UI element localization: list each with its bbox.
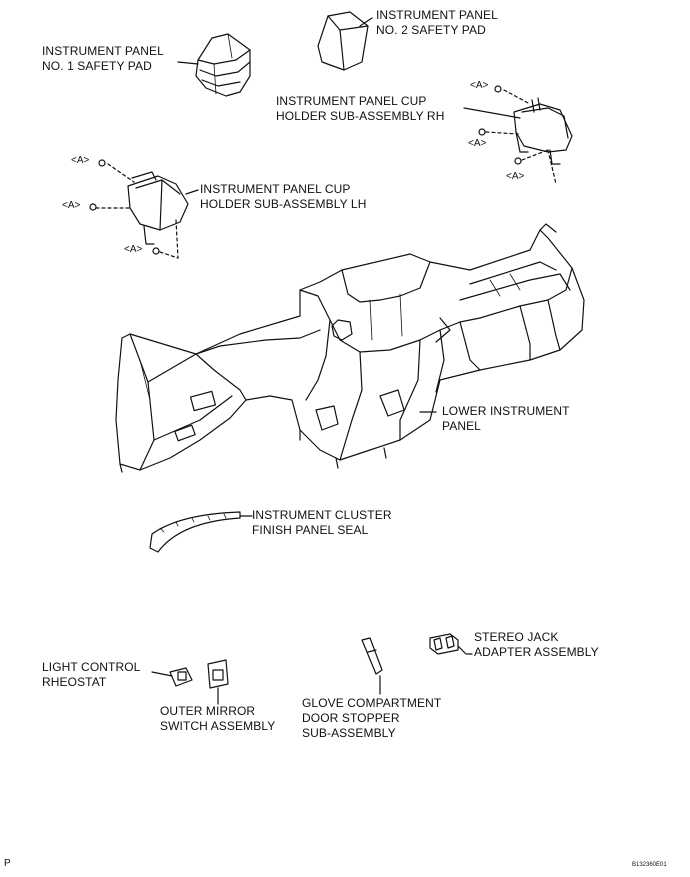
light-control-rheostat bbox=[151, 667, 193, 687]
fastener-mark-a: <A> bbox=[506, 171, 525, 182]
figure-code: B132360E01 bbox=[632, 862, 667, 868]
cup-holder-rh bbox=[463, 85, 573, 185]
outer-mirror-switch bbox=[207, 659, 229, 705]
page-letter: P bbox=[4, 858, 11, 869]
fastener-mark-a: <A> bbox=[124, 244, 143, 255]
no2-safety-pad bbox=[317, 11, 373, 71]
stereo-jack-adapter bbox=[429, 633, 473, 655]
fastener-mark-a: <A> bbox=[62, 200, 81, 211]
fastener-mark-a: <A> bbox=[468, 138, 487, 149]
cluster-finish-panel-seal bbox=[149, 511, 253, 553]
no1-safety-pad bbox=[177, 33, 251, 97]
lower-instrument-panel bbox=[115, 223, 585, 473]
cup-holder-lh bbox=[89, 159, 199, 259]
fastener-mark-a: <A> bbox=[470, 80, 489, 91]
fastener-mark-a: <A> bbox=[71, 155, 90, 166]
glove-door-stopper bbox=[361, 637, 383, 695]
